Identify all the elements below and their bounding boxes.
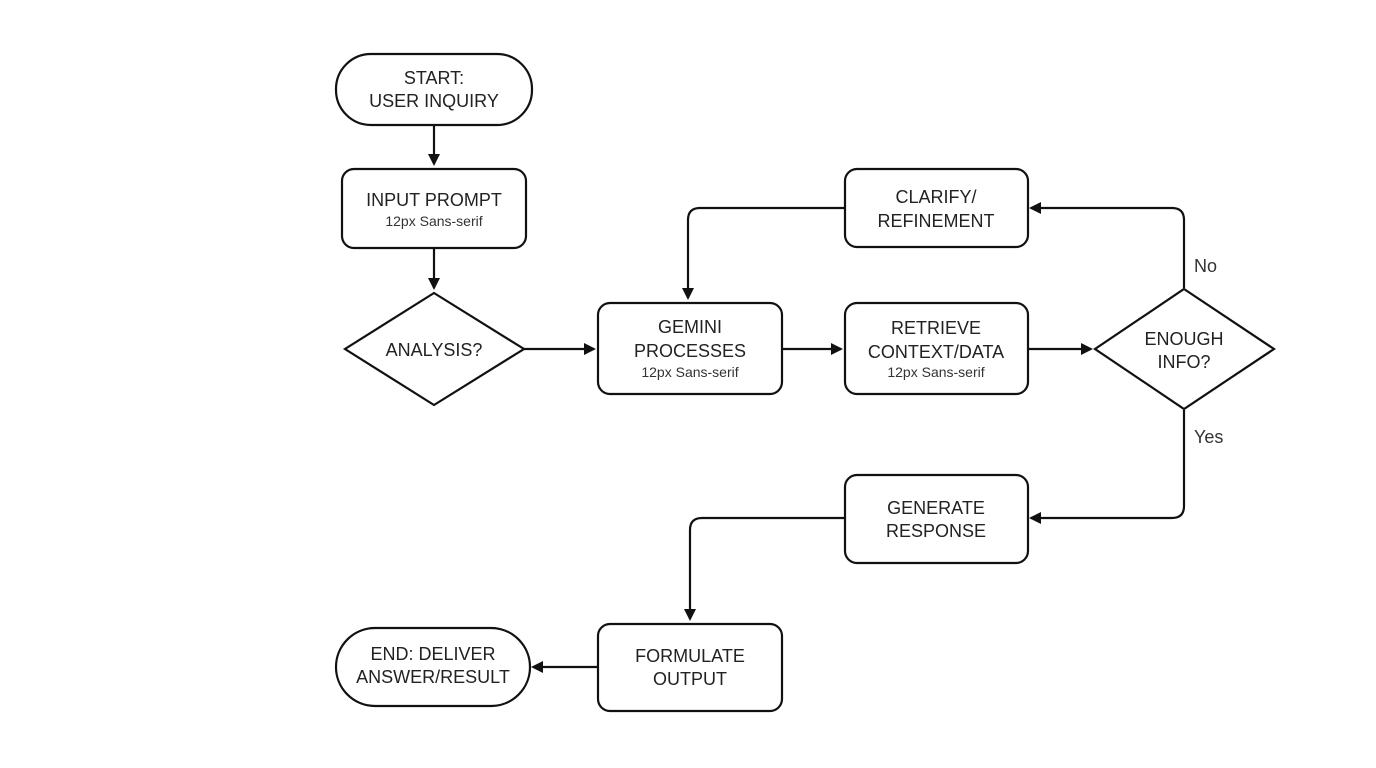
node-enough-info-line1: ENOUGH <box>1144 329 1223 349</box>
node-gemini-shape <box>596 301 784 396</box>
node-generate-line1: GENERATE <box>887 498 985 518</box>
node-retrieve-sub: 12px Sans-serif <box>887 364 984 380</box>
edge-enough-no-to-clarify <box>1029 202 1186 288</box>
node-end-line2: ANSWER/RESULT <box>356 667 510 687</box>
node-end: END: DELIVER ANSWER/RESULT <box>334 626 532 708</box>
node-clarify-line2: REFINEMENT <box>878 211 995 231</box>
node-input-prompt-line1: INPUT PROMPT <box>366 190 502 210</box>
node-clarify-shape <box>843 167 1030 249</box>
node-gemini: GEMINI PROCESSES 12px Sans-serif <box>596 301 784 396</box>
node-formulate-line1: FORMULATE <box>635 646 745 666</box>
node-end-shape <box>334 626 532 708</box>
node-analysis: ANALYSIS? <box>342 291 527 407</box>
node-start: START: USER INQUIRY <box>334 52 534 127</box>
node-enough-info: ENOUGH INFO? <box>1093 287 1276 411</box>
node-gemini-sub: 12px Sans-serif <box>641 364 738 380</box>
node-input-prompt: INPUT PROMPT 12px Sans-serif <box>340 167 528 250</box>
node-retrieve: RETRIEVE CONTEXT/DATA 12px Sans-serif <box>843 301 1030 396</box>
node-enough-info-line2: INFO? <box>1157 352 1210 372</box>
node-formulate-shape <box>596 622 784 713</box>
node-enough-info-shape <box>1093 287 1276 411</box>
node-gemini-line2: PROCESSES <box>634 341 746 361</box>
node-clarify: CLARIFY/ REFINEMENT <box>843 167 1030 249</box>
node-analysis-line1: ANALYSIS? <box>386 340 483 360</box>
edge-label-yes: Yes <box>1194 427 1223 447</box>
node-formulate: FORMULATE OUTPUT <box>596 622 784 713</box>
edges <box>428 125 1186 673</box>
node-analysis-shape <box>342 291 527 407</box>
node-retrieve-line1: RETRIEVE <box>891 318 981 338</box>
node-gemini-line1: GEMINI <box>658 317 722 337</box>
node-generate: GENERATE RESPONSE <box>843 473 1030 565</box>
node-clarify-line1: CLARIFY/ <box>895 187 976 207</box>
node-start-shape <box>334 52 534 127</box>
node-input-prompt-shape <box>340 167 528 250</box>
node-start-line2: USER INQUIRY <box>369 91 499 111</box>
node-formulate-line2: OUTPUT <box>653 669 727 689</box>
edge-enough-yes-to-generate <box>1029 410 1186 524</box>
node-generate-line2: RESPONSE <box>886 521 986 541</box>
node-end-line1: END: DELIVER <box>370 644 495 664</box>
edge-generate-to-formulate <box>684 516 845 621</box>
node-input-prompt-sub: 12px Sans-serif <box>385 213 482 229</box>
node-retrieve-line2: CONTEXT/DATA <box>868 342 1004 362</box>
node-generate-shape <box>843 473 1030 565</box>
edge-label-no: No <box>1194 256 1217 276</box>
node-retrieve-shape <box>843 301 1030 396</box>
node-start-line1: START: <box>404 68 464 88</box>
edge-clarify-to-gemini <box>682 206 845 300</box>
